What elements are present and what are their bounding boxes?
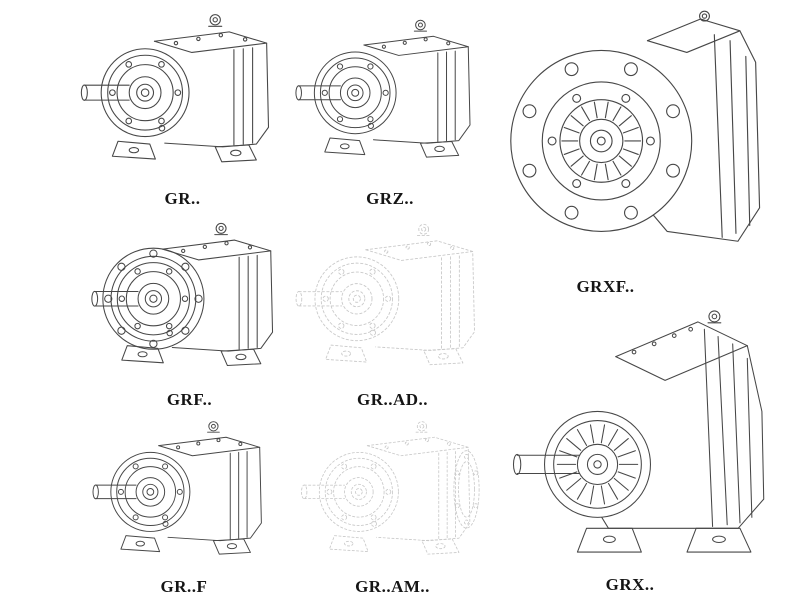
figure-label-grx: GRX.. xyxy=(605,575,655,594)
gearbox-drawing-gr-f xyxy=(92,421,262,555)
figure-grx: GRX.. xyxy=(495,300,795,596)
figure-label-grz: GRZ.. xyxy=(366,189,414,208)
figure-label-grxf: GRXF.. xyxy=(576,277,635,296)
gearbox-drawing-grf xyxy=(82,213,297,389)
figure-grz: GRZ.. xyxy=(290,2,490,210)
figure-grxf: GRXF.. xyxy=(498,0,793,298)
figure-label-gram: GR..AM.. xyxy=(355,577,430,596)
gearbox-drawing-gram xyxy=(290,412,495,576)
figure-label-grad: GR..AD.. xyxy=(356,390,429,409)
figure-grf: GRF.. xyxy=(82,213,297,411)
figure-gram: GR..AM.. xyxy=(290,412,495,598)
figure-gr: GR.. xyxy=(75,2,290,210)
gearbox-drawing-grz xyxy=(295,19,471,158)
gearbox-drawing-gr xyxy=(80,14,270,163)
figure-label-gr: GR.. xyxy=(164,189,201,208)
gearbox-drawing-grxf xyxy=(510,10,761,242)
figure-label-gr-f: GR..F xyxy=(160,577,208,596)
gearbox-drawing-grad xyxy=(295,223,476,366)
gearbox-drawing-grx xyxy=(512,310,765,553)
figure-gr-f: GR..F xyxy=(78,412,290,598)
figure-label-grf: GRF.. xyxy=(166,390,213,409)
figure-grad: GR..AD.. xyxy=(290,213,495,411)
